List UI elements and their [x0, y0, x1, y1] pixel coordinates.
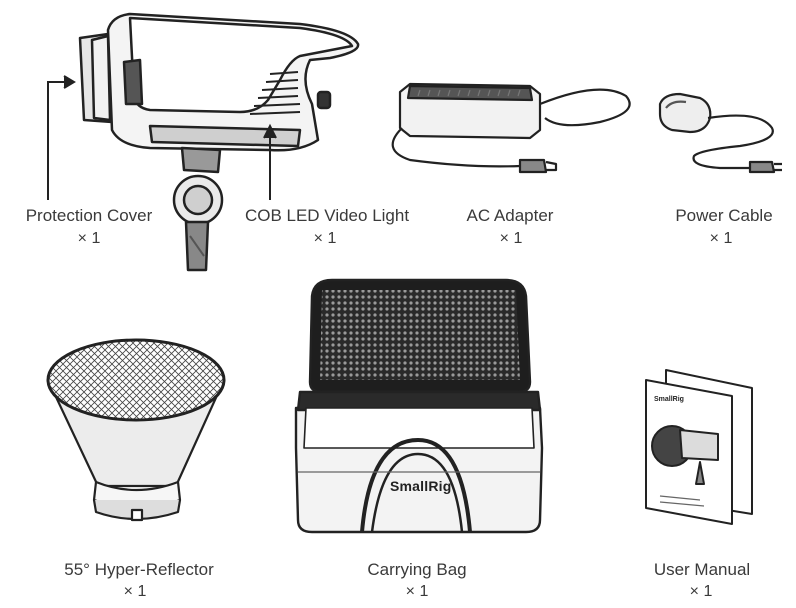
item-label-power-cable: Power Cable: [675, 206, 773, 225]
item-qty-cob-led-video-light: × 1: [313, 230, 337, 247]
carrying-bag-icon: [294, 278, 544, 534]
hyper-reflector-icon: [46, 338, 226, 522]
item-qty-user-manual: × 1: [689, 583, 713, 600]
arrow-icon: [47, 75, 277, 200]
item-qty-carrying-bag: × 1: [405, 583, 429, 600]
power-cable-icon: [658, 92, 782, 174]
item-qty-protection-cover: × 1: [77, 230, 101, 247]
brand-logo-manual: SmallRig: [654, 396, 684, 403]
item-label-user-manual: User Manual: [653, 560, 751, 579]
ac-adapter-icon: [391, 82, 631, 174]
item-label-cob-led-video-light: COB LED Video Light: [244, 206, 410, 225]
item-label-ac-adapter: AC Adapter: [466, 206, 554, 225]
item-qty-ac-adapter: × 1: [499, 230, 523, 247]
item-qty-hyper-reflector: × 1: [123, 583, 147, 600]
brand-logo: SmallRig: [390, 478, 452, 494]
item-label-hyper-reflector: 55° Hyper-Reflector: [64, 560, 214, 579]
cob-led-light-icon: [78, 12, 360, 272]
user-manual-icon: [645, 369, 753, 525]
item-label-protection-cover: Protection Cover: [25, 206, 153, 225]
item-label-carrying-bag: Carrying Bag: [367, 560, 467, 579]
item-qty-power-cable: × 1: [709, 230, 733, 247]
